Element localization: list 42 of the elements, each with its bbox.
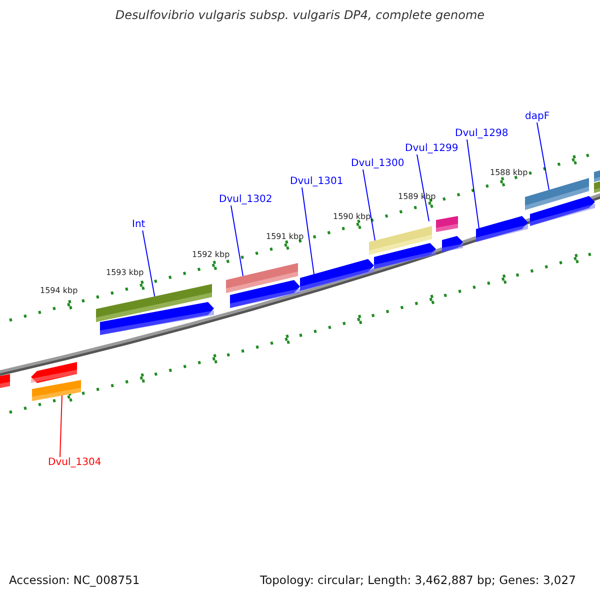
gene-label: Dvul_1301 [290,176,344,188]
gene-label: dapF [525,111,550,122]
cds-block [530,196,595,226]
cds-block [230,280,300,308]
cds-block [300,259,374,291]
cds-block [31,362,77,383]
tick-label: 1594 kbp [40,286,78,296]
leader-line [230,205,244,276]
tick-label: 1592 kbp [192,250,230,260]
gene-label: Int [132,219,146,230]
leader-line [416,154,430,222]
cds-block [442,236,463,252]
leader-line [536,122,550,190]
tick-label: 1590 kbp [333,212,371,222]
gene-label: Dvul_1300 [351,158,404,170]
gene-bar [436,216,458,232]
leader-line [142,230,156,297]
gene-label: Dvul_1302 [219,194,272,206]
gene-bar [32,380,81,401]
tick-label: 1588 kbp [490,168,528,178]
gene-bar [96,284,212,322]
leader-line [60,395,62,458]
gene-bar [594,169,600,182]
gene-bar [525,178,589,210]
tick-label: 1591 kbp [266,232,304,242]
leader-line [362,169,376,241]
gene-label: Dvul_1299 [405,143,458,154]
tick-label: 1593 kbp [106,268,144,278]
gene-label: Dvul_1298 [455,128,508,140]
gene-bar [0,374,10,389]
leader-line [466,139,480,229]
gene-bar [369,226,432,255]
title: Desulfovibrio vulgaris subsp. vulgaris DP4, complete genome [114,9,486,23]
genome-stats-text: Topology: circular; Length: 3,462,887 bp; Genes: 3,027 [260,574,576,588]
gene-label: Dvul_1304 [48,457,102,468]
gene-bar [226,263,298,293]
leader-line [302,187,314,275]
gene-bar [594,180,600,193]
cds-block [476,216,528,242]
cds-block [374,243,436,269]
accession-text: Accession: NC_008751 [9,574,140,588]
cds-block [100,302,214,335]
